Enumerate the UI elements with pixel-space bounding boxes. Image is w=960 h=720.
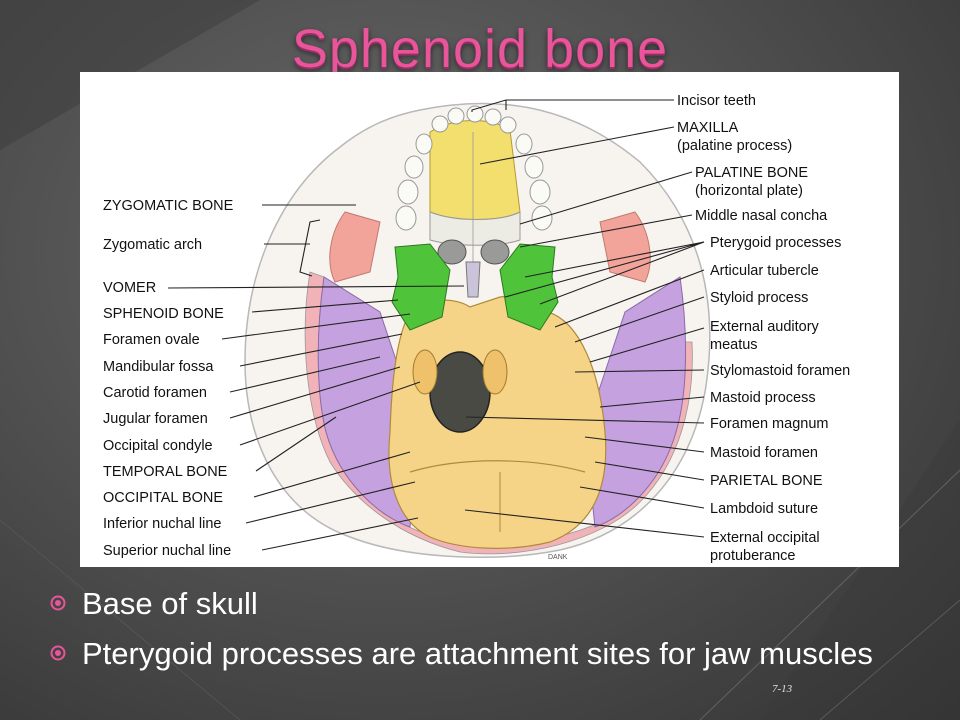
- bullet-target-icon: [50, 645, 66, 661]
- label-external-auditory-meatus: External auditory: [710, 319, 820, 335]
- label-maxilla: MAXILLA: [677, 120, 739, 136]
- label-mastoid-foramen: Mastoid foramen: [710, 445, 818, 461]
- bullet-item: Pterygoid processes are attachment sites…: [50, 635, 930, 673]
- label-occipital-bone: OCCIPITAL BONE: [103, 490, 223, 506]
- label-superior-nuchal-line: Superior nuchal line: [103, 543, 231, 559]
- vomer: [465, 261, 481, 298]
- labels-left: ZYGOMATIC BONE Zygomatic arch VOMER SPHE…: [103, 198, 234, 559]
- label-mastoid-process: Mastoid process: [710, 390, 816, 406]
- label-foramen-ovale: Foramen ovale: [103, 332, 200, 348]
- slide-number: 7-13: [772, 683, 793, 695]
- label-pterygoid-processes: Pterygoid processes: [710, 235, 841, 251]
- label-maxilla-sub: (palatine process): [677, 138, 792, 154]
- skull-diagram: ZYGOMATIC BONE Zygomatic arch VOMER SPHE…: [103, 93, 850, 564]
- bullet-item: Base of skull: [50, 585, 930, 623]
- zygomatic-bone-left: [329, 211, 381, 283]
- bullet-text: Base of skull: [82, 586, 258, 621]
- label-zygomatic-arch: Zygomatic arch: [103, 237, 202, 253]
- sphenoid-bone-left: [391, 243, 451, 331]
- label-inferior-nuchal-line: Inferior nuchal line: [103, 516, 222, 532]
- label-vomer: VOMER: [103, 280, 156, 296]
- label-stylomastoid-foramen: Stylomastoid foramen: [710, 363, 850, 379]
- label-palatine-bone-sub: (horizontal plate): [695, 183, 803, 199]
- bullet-target-icon: [50, 595, 66, 611]
- slide-title: Sphenoid bone: [291, 19, 669, 79]
- label-sphenoid-bone: SPHENOID BONE: [103, 306, 224, 322]
- label-temporal-bone: TEMPORAL BONE: [103, 464, 228, 480]
- label-middle-nasal-concha: Middle nasal concha: [695, 208, 828, 224]
- label-parietal-bone: PARIETAL BONE: [710, 473, 823, 489]
- label-lambdoid-suture: Lambdoid suture: [710, 501, 818, 517]
- labels-right: Incisor teeth MAXILLA (palatine process)…: [677, 93, 850, 564]
- teeth: [395, 105, 553, 231]
- label-foramen-magnum: Foramen magnum: [710, 416, 828, 432]
- label-external-auditory-meatus-sub: meatus: [710, 337, 758, 353]
- artist-signature: DANK: [548, 554, 568, 561]
- label-carotid-foramen: Carotid foramen: [103, 385, 207, 401]
- label-palatine-bone: PALATINE BONE: [695, 165, 808, 181]
- skull-base-figure: ZYGOMATIC BONE Zygomatic arch VOMER SPHE…: [80, 72, 899, 567]
- label-mandibular-fossa: Mandibular fossa: [103, 359, 214, 375]
- label-external-occipital-protuberance-sub: protuberance: [710, 548, 795, 564]
- label-occipital-condyle: Occipital condyle: [103, 438, 213, 454]
- label-external-occipital-protuberance: External occipital: [710, 530, 820, 546]
- bullet-list: Base of skull Pterygoid processes are at…: [50, 585, 930, 685]
- foramen-magnum: [429, 351, 491, 433]
- maxilla: [429, 120, 521, 220]
- label-jugular-foramen: Jugular foramen: [103, 411, 208, 427]
- bullet-text: Pterygoid processes are attachment sites…: [82, 636, 873, 671]
- leader-lines: [167, 99, 705, 551]
- occipital-bone: [388, 295, 607, 549]
- label-styloid-process: Styloid process: [710, 290, 808, 306]
- sphenoid-bone-right: [499, 243, 559, 331]
- label-incisor-teeth: Incisor teeth: [677, 93, 756, 109]
- label-articular-tubercle: Articular tubercle: [710, 263, 819, 279]
- label-zygomatic-bone: ZYGOMATIC BONE: [103, 198, 234, 214]
